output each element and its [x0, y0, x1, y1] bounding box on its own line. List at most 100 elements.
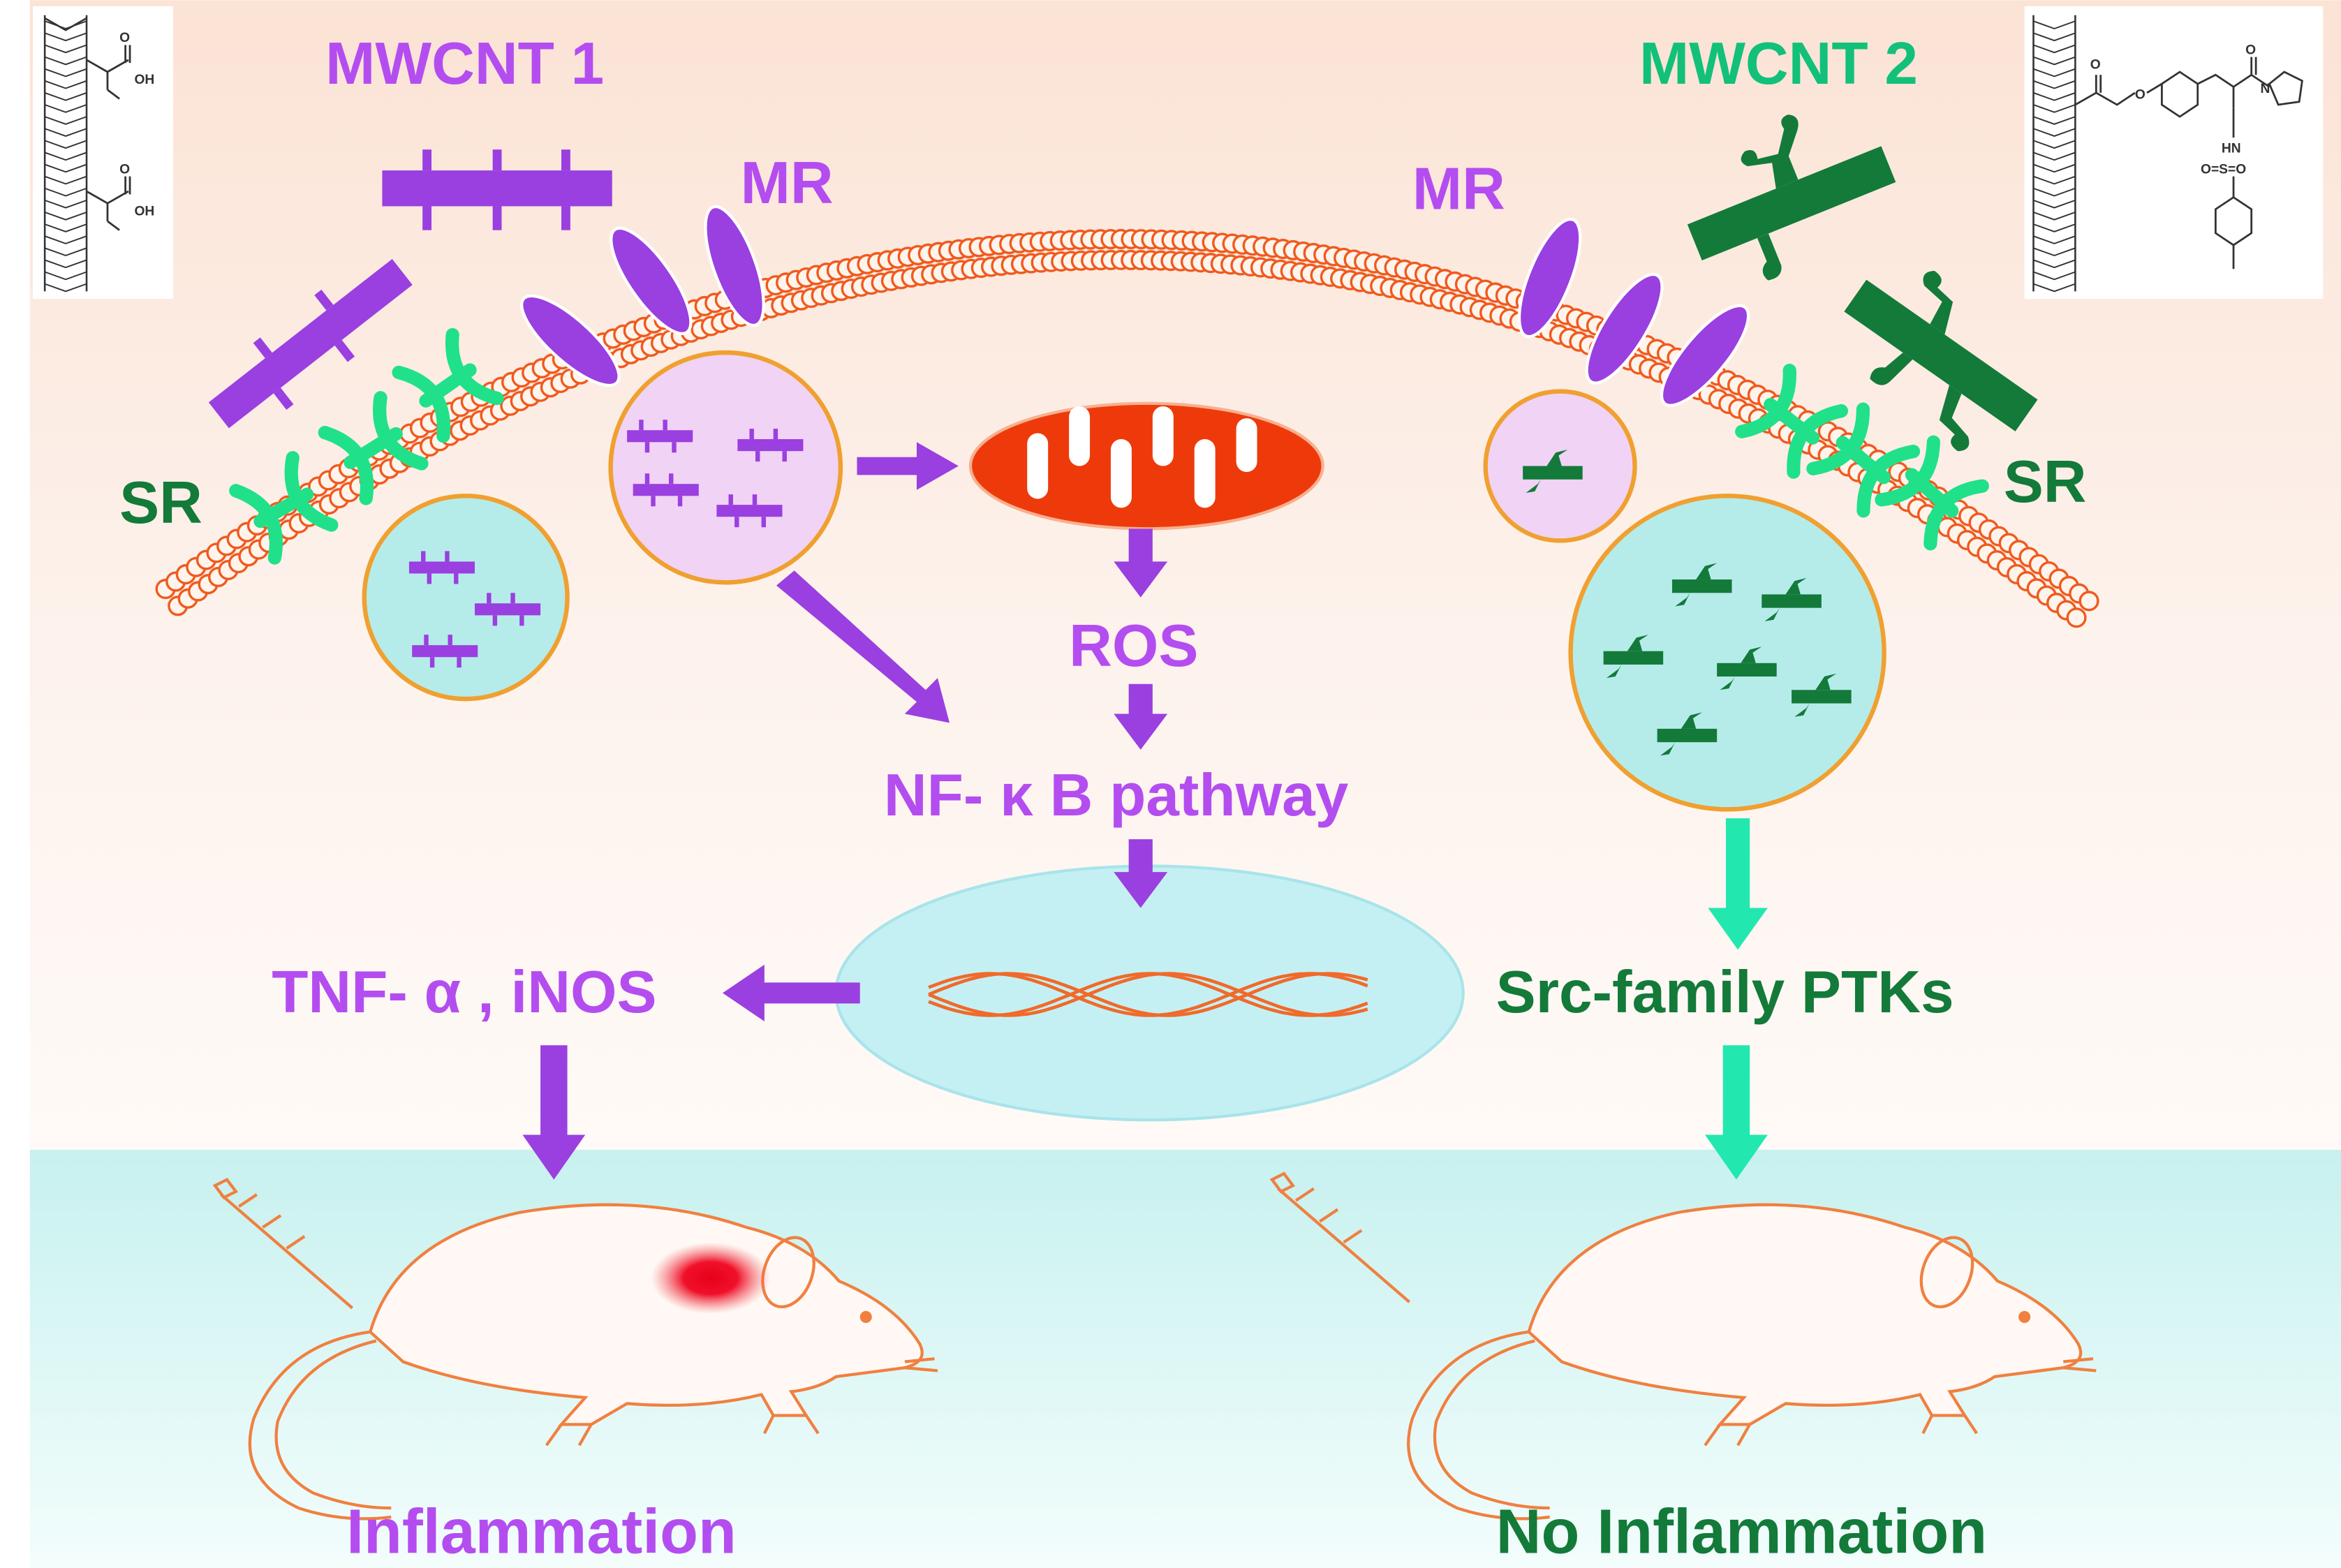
lattice-line: [44, 20, 87, 29]
lattice-line: [2033, 247, 2076, 257]
lattice-line: [2033, 283, 2076, 293]
mwcnt2-structure: O O O N HN O=S=O: [2024, 6, 2324, 299]
label-sr-right: SR: [2004, 449, 2087, 515]
mr-receptor: [1585, 272, 1664, 385]
vesicle-pink-right: [1483, 389, 1637, 543]
arrow-mito-to-ros: [1114, 528, 1168, 598]
mouse-inflamed: [212, 1177, 938, 1521]
lattice-line: [2033, 175, 2076, 185]
arrow-nfkb-to-nucleus: [1114, 839, 1168, 908]
label-sr-left: SR: [119, 470, 202, 536]
arrow-tnf-to-mouse: [522, 1045, 586, 1180]
lattice-line: [2033, 92, 2076, 101]
sr-receptor: [392, 327, 504, 443]
mouse-healthy: [1269, 1171, 2097, 1521]
mr-receptor: [610, 226, 693, 336]
label-ros: ROS: [1069, 613, 1198, 679]
arrow-nucleus-to-tnf: [722, 964, 860, 1022]
arrow-vesicle-to-src: [1708, 818, 1768, 950]
lattice-line: [2033, 68, 2076, 77]
structure-o-ester: O: [2090, 58, 2101, 73]
label-mwcnt2: MWCNT 2: [1639, 31, 1918, 97]
mr-receptor: [520, 294, 621, 387]
structure-sulfonyl: O=S=O: [2201, 162, 2246, 177]
lattice-line: [2033, 259, 2076, 269]
lattice-line: [2033, 80, 2076, 89]
structure-hn: HN: [2222, 141, 2241, 156]
mr-receptor: [1517, 217, 1582, 339]
lattice-line: [44, 128, 87, 137]
lattice-line: [44, 104, 87, 113]
lattice-line: [44, 116, 87, 125]
inflammation-spot: [651, 1242, 771, 1315]
lattice-line: [2033, 128, 2076, 137]
label-no-inflammation: No Inflammation: [1496, 1497, 1987, 1567]
lattice-line: [44, 68, 87, 77]
lattice-line: [44, 271, 87, 281]
membrane-lipid: [2078, 591, 2099, 612]
mwcnt1-tube-top: [382, 149, 612, 230]
nucleus: [834, 864, 1465, 1122]
membrane-lipid: [2066, 607, 2087, 628]
lattice-line: [44, 92, 87, 101]
lattice-line: [44, 163, 87, 173]
label-inflammation: Inflammation: [346, 1497, 737, 1567]
mwcnt1-structure: OH O OH O: [33, 6, 174, 299]
dna-strand: [928, 972, 1368, 1017]
arrows-mwcnt1: [522, 442, 1168, 1180]
lattice-line: [44, 140, 87, 149]
lattice-line: [2033, 199, 2076, 209]
lattice-line: [44, 56, 87, 66]
arrow-vesicle-to-mito: [857, 442, 959, 490]
lattice-line: [2033, 187, 2076, 197]
structure-o-ether: O: [2135, 87, 2146, 102]
mitochondrion: [968, 401, 1324, 531]
sr-receptor: [1806, 402, 1921, 518]
mr-receptor: [1660, 304, 1750, 407]
lattice-line: [44, 223, 87, 232]
lattice-line: [2033, 163, 2076, 173]
lattice-line: [44, 259, 87, 269]
lattice-line: [44, 283, 87, 293]
lattice-line: [44, 235, 87, 244]
lattice-line: [44, 44, 87, 54]
label-mwcnt1: MWCNT 1: [325, 31, 604, 97]
lattice-line: [44, 80, 87, 89]
dna-strand: [928, 972, 1368, 1017]
sr-receptor: [1875, 435, 1989, 551]
lattice-line: [44, 187, 87, 197]
lattice-line: [2033, 223, 2076, 232]
sr-receptor: [1735, 363, 1848, 479]
structure-oh-bottom: OH: [134, 204, 154, 219]
lattice-line: [2033, 271, 2076, 281]
lattice-line: [2033, 116, 2076, 125]
scavenger-receptors: [229, 327, 1989, 565]
mwcnt2-tube-top: [1687, 114, 1896, 281]
structure-n: N: [2261, 82, 2270, 96]
mwcnt1-tube-diagonal: [208, 258, 413, 429]
label-mr-right: MR: [1412, 156, 1505, 223]
label-nfkb-pathway: NF- κ B pathway: [884, 762, 1349, 829]
sr-receptor: [229, 451, 339, 565]
arrow-vesicle-to-nfkb: [776, 570, 950, 723]
dna-helix: [928, 972, 1368, 1017]
vesicle-cyan-right: [1568, 494, 1886, 812]
lattice-line: [2033, 140, 2076, 149]
structure-o-bottom: O: [119, 162, 130, 177]
mwcnt2-tube-diagonal: [1844, 271, 2038, 452]
lattice-line: [44, 212, 87, 221]
lattice-line: [44, 175, 87, 185]
lattice-line: [2033, 56, 2076, 66]
label-src-family-ptks: Src-family PTKs: [1496, 959, 1954, 1026]
mr-receptor: [704, 205, 765, 327]
lattice-line: [2033, 20, 2076, 29]
mannose-receptors: [520, 205, 1750, 407]
vesicle-cyan-left: [362, 494, 570, 702]
lattice-line: [44, 247, 87, 257]
lattice-line: [44, 199, 87, 209]
label-tnf-inos: TNF- α , iNOS: [272, 959, 656, 1026]
lattice-line: [2033, 235, 2076, 244]
lattice-line: [44, 151, 87, 161]
